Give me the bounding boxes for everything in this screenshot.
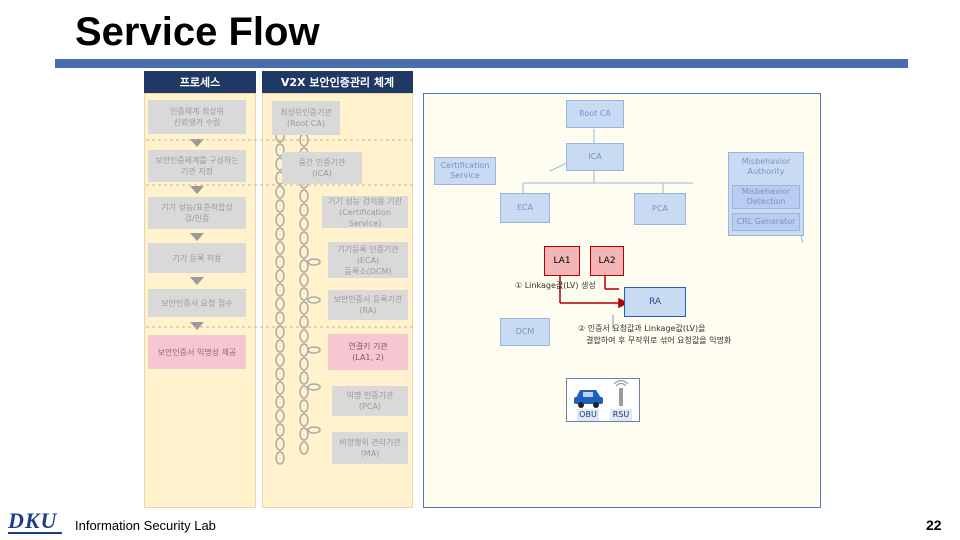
logo-underline <box>8 532 62 534</box>
arrow-down-icon <box>190 186 204 194</box>
org-ma: 비정행위 관리기관 (MA) <box>332 432 408 464</box>
arrow-down-icon <box>190 139 204 147</box>
device-icons <box>574 380 629 408</box>
org-pca: 익명 인증기관 (PCA) <box>332 386 408 416</box>
arrow-down-icon <box>190 277 204 285</box>
process-header: 프로세스 <box>144 71 256 93</box>
org-ra: 보안인증서 등록기관 (RA) <box>328 290 408 320</box>
node-ica: ICA <box>566 143 624 171</box>
node-misbehavior-detection: Misbehavior Detection <box>732 185 800 209</box>
process-step: 보안인증서 요청 접수 <box>148 289 246 317</box>
node-dcm: DCM <box>500 318 550 346</box>
arrow-down-icon <box>190 322 204 330</box>
arrow-down-icon <box>190 233 204 241</box>
car-icon <box>574 390 603 408</box>
node-la1: LA1 <box>544 246 580 276</box>
dku-logo: DKU <box>8 508 57 534</box>
org-certification-service: 기기 성능 검이용 기관 (Certification Service) <box>322 196 408 228</box>
label-rsu: RSU <box>610 409 632 421</box>
org-ica: 중간 인증기관 (ICA) <box>282 152 362 184</box>
label-obu: OBU <box>577 409 599 421</box>
logo-text: DKU <box>8 508 58 533</box>
process-step: 기기 성능/표준적합성 검/인증 <box>148 197 246 229</box>
process-step-highlight: 보안인증서 익명성 제공 <box>148 335 246 369</box>
v2x-system-header: V2X 보안인증관리 체계 <box>262 71 413 93</box>
slide-title: Service Flow <box>75 10 320 54</box>
dashed-guides <box>146 139 416 328</box>
node-eca: ECA <box>500 193 550 223</box>
footer-lab-name: Information Security Lab <box>75 518 216 533</box>
node-certification-service: Certification Service <box>434 157 496 185</box>
node-la2: LA2 <box>590 246 624 276</box>
node-crl-generator: CRL Generator <box>732 213 800 231</box>
page-number: 22 <box>926 517 942 533</box>
process-step: 보안인증체계를 구성하는 기관 지정 <box>148 150 246 182</box>
annotation-step1: ① Linkage값(LV) 생성 <box>515 281 596 290</box>
org-la: 연결키 기관 (LA1, 2) <box>328 334 408 370</box>
annotation-step2-line1: ② 인증서 요청값과 Linkage값(LV)을 <box>578 324 706 333</box>
org-eca-dcm: 기기등록 인증기관 (ECA) 등록소(DCM) <box>328 242 408 278</box>
node-pca: PCA <box>634 193 686 225</box>
process-step: 기기 등록 허용 <box>148 243 246 273</box>
annotation-step2-line2: 결합하여 후 무작위로 섞어 요청값을 익명화 <box>586 336 732 345</box>
node-ra: RA <box>624 287 686 317</box>
org-root-ca: 최상위인증기관 (Root CA) <box>272 101 340 135</box>
node-root-ca: Root CA <box>566 100 624 128</box>
title-rule <box>55 59 908 68</box>
antenna-icon <box>613 380 629 406</box>
process-step: 인증체계 최상위 신뢰앵커 수립 <box>148 100 246 134</box>
